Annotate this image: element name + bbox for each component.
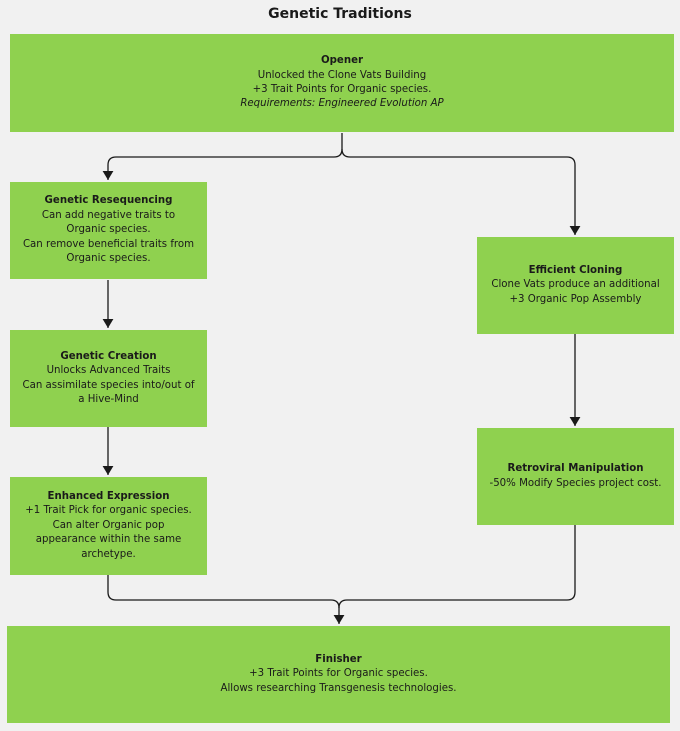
diagram-title: Genetic Traditions xyxy=(268,6,412,22)
node-opener-title: Opener xyxy=(320,55,364,67)
node-enhanced-expression-line: Can alter Organic pop appearance within … xyxy=(35,519,182,560)
node-genetic-resequencing-line: Can add negative traits to Organic speci… xyxy=(41,209,176,236)
node-enhanced-expression: Enhanced Expression +1 Trait Pick for or… xyxy=(10,477,207,575)
node-genetic-creation-line: Can assimilate species into/out of a Hiv… xyxy=(22,379,195,405)
node-efficient-cloning: Efficient Cloning Clone Vats produce an … xyxy=(477,237,674,334)
node-genetic-resequencing-line: Can remove beneficial traits from Organi… xyxy=(22,238,195,265)
connector-expression-to-finisher xyxy=(107,575,345,624)
node-genetic-resequencing-title: Genetic Resequencing xyxy=(44,195,173,207)
connector-retroviral-to-finisher xyxy=(338,525,576,609)
node-efficient-cloning-title: Efficient Cloning xyxy=(528,264,623,276)
node-finisher-line: Allows researching Transgenesis technolo… xyxy=(220,682,457,694)
node-retroviral-manipulation-title: Retroviral Manipulation xyxy=(507,463,644,475)
node-retroviral-manipulation: Retroviral Manipulation -50% Modify Spec… xyxy=(477,428,674,525)
node-enhanced-expression-line: +1 Trait Pick for organic species. xyxy=(25,505,192,517)
node-efficient-cloning-line: Clone Vats produce an additional +3 Orga… xyxy=(491,279,660,305)
node-retroviral-manipulation-line: -50% Modify Species project cost. xyxy=(489,477,662,489)
node-opener: Opener Unlocked the Clone Vats Building … xyxy=(10,34,674,132)
connector-opener-to-resequencing xyxy=(102,133,343,180)
node-genetic-resequencing: Genetic Resequencing Can add negative tr… xyxy=(10,182,207,279)
node-genetic-creation-title: Genetic Creation xyxy=(60,350,157,362)
node-finisher: Finisher +3 Trait Points for Organic spe… xyxy=(7,626,670,723)
connector-opener-to-efficient-cloning xyxy=(341,148,581,235)
node-opener-line: +3 Trait Points for Organic species. xyxy=(252,84,432,95)
node-genetic-creation: Genetic Creation Unlocks Advanced Traits… xyxy=(10,330,207,427)
node-finisher-line: +3 Trait Points for Organic species. xyxy=(249,668,428,680)
node-finisher-title: Finisher xyxy=(315,653,362,665)
node-enhanced-expression-title: Enhanced Expression xyxy=(47,490,170,502)
node-opener-line: Unlocked the Clone Vats Building xyxy=(257,69,427,81)
node-genetic-creation-line: Unlocks Advanced Traits xyxy=(46,365,171,377)
node-opener-requirements: Requirements: Engineered Evolution AP xyxy=(240,98,444,110)
